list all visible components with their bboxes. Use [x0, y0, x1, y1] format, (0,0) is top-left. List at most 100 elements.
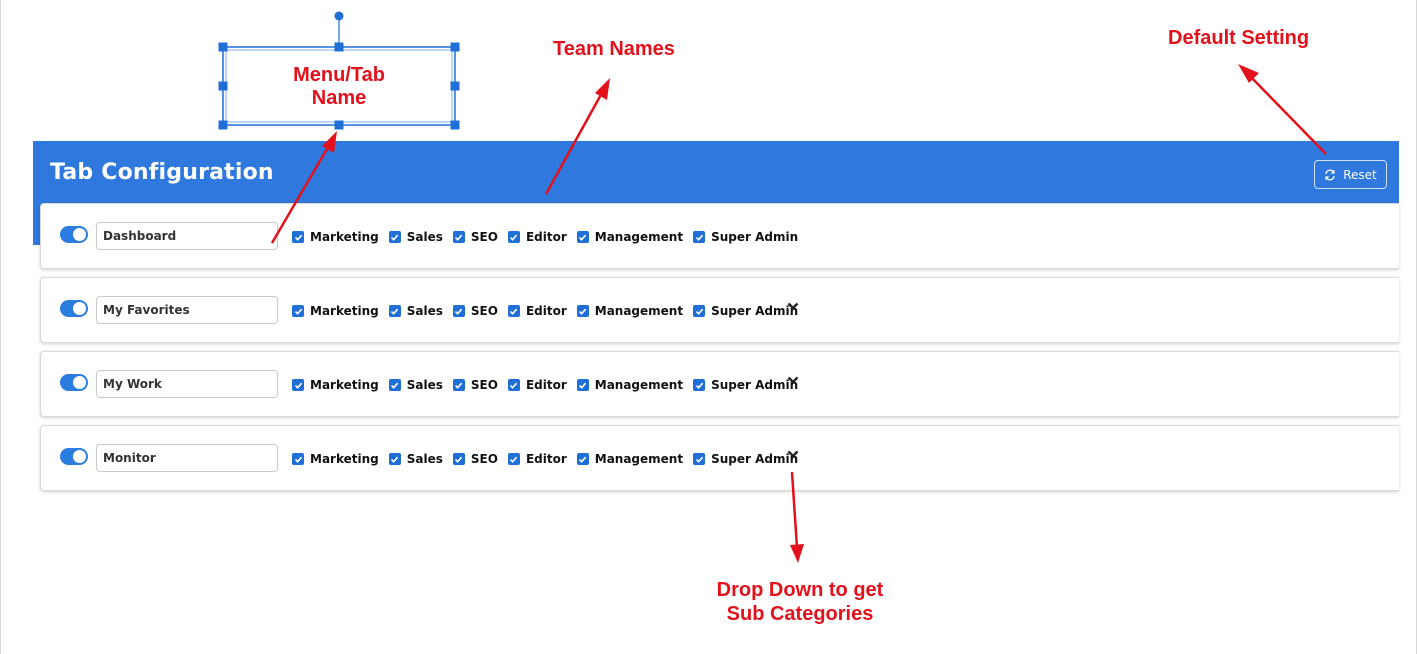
team-checkbox[interactable]	[576, 305, 589, 317]
team-label: SEO	[470, 452, 498, 466]
team-checkbox[interactable]	[292, 379, 304, 391]
team-option[interactable]: Super Admin	[693, 378, 798, 392]
check-icon	[294, 382, 302, 389]
team-label: Marketing	[310, 304, 379, 318]
tab-row: Marketing Sales SEO Editor Management Super A…	[40, 277, 1399, 343]
team-checkbox[interactable]	[507, 453, 520, 465]
page-title: Tab Configuration	[50, 160, 274, 185]
team-label: SEO	[470, 230, 498, 244]
team-label: Management	[594, 378, 684, 392]
team-checkbox[interactable]	[388, 453, 401, 465]
check-icon	[294, 308, 302, 315]
team-checkbox[interactable]	[507, 379, 520, 391]
toggle-knob	[73, 450, 86, 463]
team-option[interactable]: Management	[576, 452, 684, 466]
team-label: Marketing	[310, 230, 379, 244]
check-icon	[510, 456, 518, 463]
team-option[interactable]: Sales	[388, 378, 443, 392]
team-checkbox[interactable]	[388, 231, 401, 243]
team-label: Sales	[406, 452, 443, 466]
team-label: Editor	[525, 304, 567, 318]
team-option[interactable]: Management	[576, 230, 684, 244]
team-option[interactable]: Marketing	[292, 230, 379, 244]
team-option[interactable]: Editor	[507, 452, 567, 466]
check-icon	[294, 456, 302, 463]
team-option[interactable]: Sales	[388, 452, 443, 466]
check-icon	[695, 234, 703, 241]
team-option[interactable]: Super Admin	[693, 304, 798, 318]
team-option[interactable]: SEO	[452, 304, 498, 318]
enable-toggle[interactable]	[60, 226, 88, 243]
enable-toggle[interactable]	[60, 300, 88, 317]
tab-name-input[interactable]	[96, 222, 278, 250]
team-option[interactable]: Marketing	[292, 452, 379, 466]
annotation-default-setting: Default Setting	[1168, 27, 1310, 49]
check-icon	[510, 234, 518, 241]
tab-name-input[interactable]	[96, 370, 278, 398]
team-option[interactable]: Sales	[388, 230, 443, 244]
team-option[interactable]: Marketing	[292, 378, 379, 392]
team-checkbox[interactable]	[452, 453, 465, 465]
team-checkbox[interactable]	[576, 379, 589, 391]
team-option[interactable]: Editor	[507, 378, 567, 392]
tab-name-input[interactable]	[96, 444, 278, 472]
team-checkbox[interactable]	[693, 453, 706, 465]
team-label: SEO	[470, 378, 498, 392]
team-label: Editor	[525, 378, 567, 392]
check-icon	[579, 234, 587, 241]
team-label: Editor	[525, 452, 567, 466]
tab-name-input[interactable]	[96, 296, 278, 324]
check-icon	[391, 456, 399, 463]
team-option[interactable]: Editor	[507, 230, 567, 244]
refresh-icon	[1325, 169, 1335, 180]
team-checkbox[interactable]	[452, 379, 465, 391]
toggle-knob	[73, 302, 86, 315]
team-option[interactable]: Super Admin	[693, 452, 798, 466]
team-checkbox-group: Marketing Sales SEO Editor Management Super A…	[292, 228, 808, 246]
check-icon	[391, 382, 399, 389]
team-label: Editor	[525, 230, 567, 244]
team-checkbox[interactable]	[452, 305, 465, 317]
team-checkbox[interactable]	[292, 305, 304, 317]
team-checkbox[interactable]	[507, 231, 520, 243]
team-checkbox[interactable]	[388, 305, 401, 317]
reset-label: Reset	[1343, 167, 1377, 182]
tab-row: Marketing Sales SEO Editor Management Super A…	[40, 425, 1399, 491]
team-checkbox[interactable]	[292, 231, 304, 243]
team-checkbox[interactable]	[693, 305, 706, 317]
team-option[interactable]: Super Admin	[693, 230, 798, 244]
team-label: Management	[594, 452, 684, 466]
team-option[interactable]: SEO	[452, 230, 498, 244]
team-checkbox[interactable]	[576, 231, 589, 243]
check-icon	[579, 382, 587, 389]
team-checkbox[interactable]	[292, 453, 304, 465]
check-icon	[510, 308, 518, 315]
team-checkbox[interactable]	[693, 231, 706, 243]
team-option[interactable]: Editor	[507, 304, 567, 318]
team-label: Management	[594, 230, 684, 244]
team-checkbox[interactable]	[576, 453, 589, 465]
team-checkbox[interactable]	[507, 305, 520, 317]
team-checkbox[interactable]	[693, 379, 706, 391]
enable-toggle[interactable]	[60, 448, 88, 465]
team-label: Sales	[406, 304, 443, 318]
chevron-down-icon[interactable]	[786, 446, 800, 460]
enable-toggle[interactable]	[60, 374, 88, 391]
chevron-down-icon[interactable]	[786, 298, 800, 312]
team-label: Super Admin	[711, 452, 799, 466]
team-option[interactable]: Sales	[388, 304, 443, 318]
reset-button[interactable]: Reset	[1314, 160, 1387, 189]
team-option[interactable]: Marketing	[292, 304, 379, 318]
team-checkbox-group: Marketing Sales SEO Editor Management Super A…	[292, 376, 808, 394]
check-icon	[455, 456, 463, 463]
team-option[interactable]: SEO	[452, 452, 498, 466]
team-option[interactable]: Management	[576, 378, 684, 392]
team-option[interactable]: Management	[576, 304, 683, 318]
annotation-menu-tab-name: Menu/Tab Name	[293, 64, 385, 109]
check-icon	[579, 308, 587, 315]
check-icon	[455, 234, 463, 241]
team-checkbox[interactable]	[388, 379, 401, 391]
team-checkbox[interactable]	[452, 231, 465, 243]
chevron-down-icon[interactable]	[786, 372, 800, 386]
team-option[interactable]: SEO	[452, 378, 498, 392]
